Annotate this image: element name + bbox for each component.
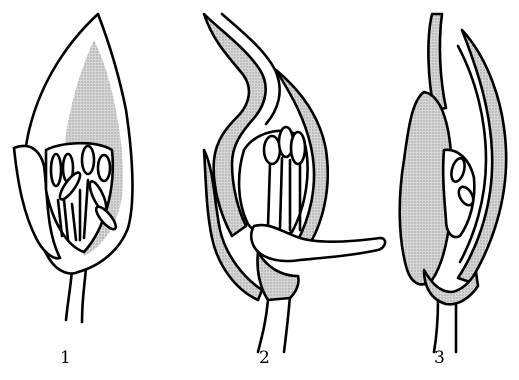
flower-3-stalk <box>434 298 456 352</box>
flower-2-stalk <box>258 296 290 352</box>
flower-1-anther <box>82 146 94 174</box>
flower-3-right-bract <box>458 30 506 282</box>
flower-1-anther <box>51 154 61 186</box>
flower-1-anther <box>98 155 110 181</box>
flower-3 <box>400 14 506 352</box>
flower-2 <box>204 14 385 352</box>
figure-label-2: 2 <box>259 350 270 367</box>
figure-label-3: 3 <box>434 350 445 367</box>
flower-2-lemma-tongue <box>251 225 385 261</box>
flower-2-anther <box>264 136 280 164</box>
flower-1-stalk <box>66 268 86 322</box>
figure-label-1: 1 <box>60 350 71 367</box>
flower-1 <box>14 14 132 322</box>
flower-2-anther <box>291 132 305 164</box>
